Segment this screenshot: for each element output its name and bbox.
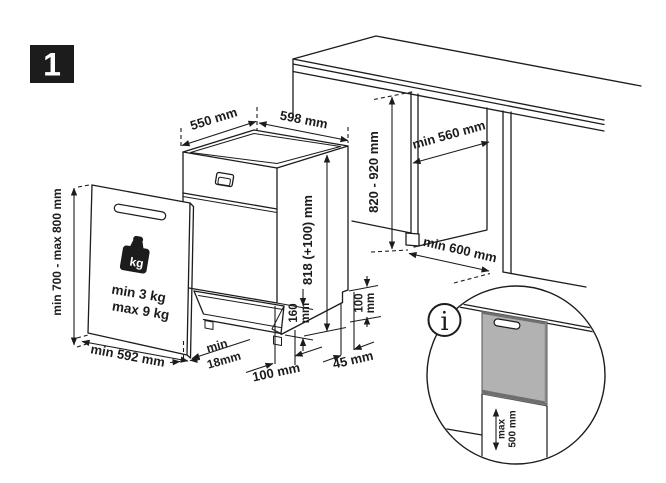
label-160-unit: mm: [300, 303, 312, 323]
step-badge: 1: [30, 45, 74, 83]
recess-right: [280, 305, 285, 335]
recess-right-inner: [271, 305, 285, 330]
detail-panel-top-shade: [481, 311, 548, 325]
niche-floor-line: [413, 229, 488, 248]
dim-18-leader: [191, 338, 251, 360]
ext-818-floor: [303, 326, 347, 337]
label-45: 45 mm: [331, 348, 375, 372]
control-band-line2: [182, 196, 278, 213]
info-icon-glyph: i: [440, 307, 448, 337]
dim-560: [412, 140, 490, 165]
label-600: min 600 mm: [422, 234, 499, 266]
label-500-max: max: [497, 419, 508, 439]
ext-door-top: [77, 183, 93, 188]
dim-45-right: [353, 341, 375, 351]
dim-550: [181, 120, 257, 147]
weight-body: [119, 245, 150, 274]
detail-panel-bottom-shade: [481, 389, 548, 406]
door-panel-side: [186, 202, 195, 359]
foot-right: [273, 335, 282, 346]
side-bottom-edge: [280, 301, 344, 336]
dim-45-left: [322, 354, 342, 363]
dim-18-left-arrow: [169, 359, 181, 366]
label-560: min 560 mm: [411, 117, 487, 152]
ext-100r-top: [348, 284, 379, 292]
weight-icon-label: kg: [129, 254, 145, 270]
ext-door-bottom: [76, 342, 91, 348]
door-bottom-edge: [182, 286, 278, 304]
label-820-920: 820 - 920 mm: [366, 131, 381, 213]
plinth-recess: [193, 290, 285, 346]
weight-knob-top: [133, 235, 144, 243]
step-badge-box: [30, 45, 74, 83]
recess-bottom: [202, 318, 282, 335]
dim-100-left: [245, 362, 274, 374]
detail-door-handle: [493, 318, 521, 330]
ext-592-left: [76, 334, 89, 339]
dim-592: [81, 339, 189, 363]
countertop-front-top-edge: [292, 58, 605, 121]
foot-left: [204, 320, 214, 330]
detail-counter-edge: [439, 299, 601, 331]
kick-top: [198, 295, 284, 310]
detail-handle-bar: [493, 318, 521, 330]
weight-icon: [119, 235, 150, 274]
cabinet-niche: [351, 92, 587, 288]
recess-left: [193, 290, 205, 315]
info-icon: [427, 303, 462, 337]
control-band-line: [182, 192, 278, 210]
label-door-height: min 700 - max 800 mm: [50, 188, 64, 315]
countertop: [292, 35, 642, 132]
door-latch: [214, 171, 235, 188]
line-art: [87, 35, 642, 359]
top-face-rim: [190, 133, 341, 164]
countertop-front-bottom-edge: [292, 70, 605, 132]
ext-160-top: [276, 302, 314, 311]
niche-left-panel-foot: [405, 232, 420, 247]
recess-top: [193, 290, 285, 307]
label-500-value: 500 mm: [508, 410, 519, 447]
label-818: 818 (+100) mm: [300, 195, 315, 285]
dim-600: [408, 251, 490, 273]
door-handle: [113, 203, 167, 221]
ext-820-top: [373, 90, 415, 101]
countertop-front-mid-edge: [292, 63, 605, 126]
door-handle-bar: [113, 203, 167, 221]
door-latch-inner: [217, 176, 231, 187]
ext-100r-bottom: [349, 315, 382, 323]
label-100r-unit: mm: [365, 293, 377, 313]
dim-598: [258, 121, 349, 143]
detail-view: max 500 mm i: [426, 285, 606, 465]
countertop-back-edge: [292, 35, 642, 87]
side-step: [341, 289, 349, 304]
label-100r-value: 100: [354, 293, 366, 312]
recess-right-bottom: [271, 328, 282, 334]
ext-600: [453, 272, 491, 284]
label-550: 550 mm: [188, 104, 239, 133]
dimension-lines: [70, 90, 491, 374]
label-100-bottom: 100 mm: [251, 360, 301, 385]
label-160-value: 160: [288, 303, 300, 322]
door-panel: [87, 184, 195, 359]
label-18-min: min: [205, 336, 229, 355]
kick-bottom: [203, 313, 281, 328]
ext-160-bottom: [284, 334, 314, 341]
floor-line-right: [502, 271, 587, 288]
dim-100-right: [294, 346, 323, 357]
dishwasher: [182, 129, 349, 346]
ext-820-bottom: [370, 249, 409, 253]
dim-18-right-arrow: [189, 356, 201, 363]
step-number: 1: [43, 47, 61, 83]
floor-line-left: [351, 220, 412, 234]
